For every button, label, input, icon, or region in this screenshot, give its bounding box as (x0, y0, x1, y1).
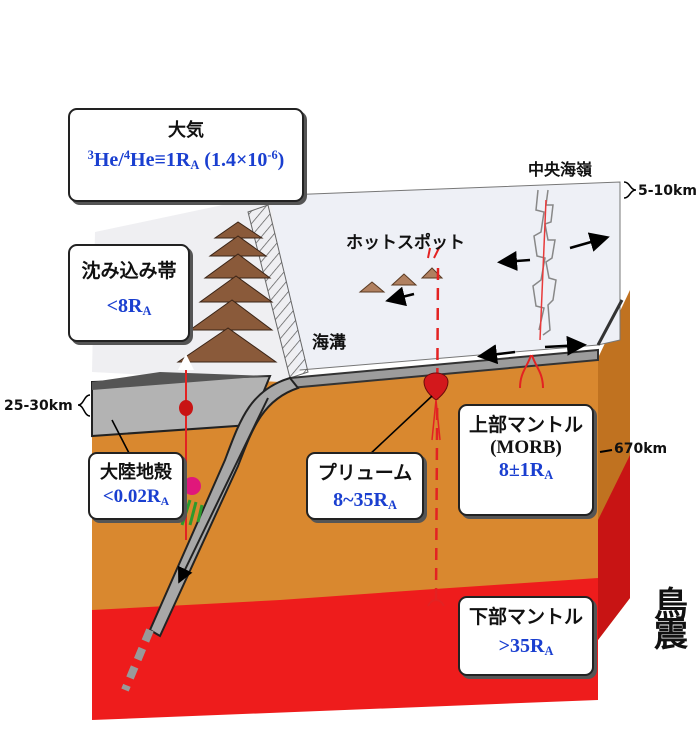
ocean-plate-top-edge (596, 299, 624, 346)
trench-label: 海溝 (312, 333, 346, 353)
slab-arrow (178, 397, 269, 584)
slab-motion-arrow-right (544, 335, 587, 356)
hotspot-plume-head (427, 245, 441, 259)
brace-crust-depth (77, 394, 91, 417)
plume-title: プリューム (317, 462, 413, 484)
subduction-zone-box: 沈み込み帯 <8RA (68, 244, 190, 342)
upper-mantle-subtitle: (MORB) (490, 437, 562, 458)
upwelling-arrows (519, 354, 544, 389)
side-face-lower-mantle (598, 455, 630, 640)
crust-value: <0.02RA (102, 486, 170, 508)
lower-mantle-title: 下部マントル (468, 606, 583, 628)
hotspot-arrow (385, 286, 415, 307)
hotspot-label: ホットスポット (346, 233, 465, 253)
ocean-depth-label: 5-10km (638, 183, 697, 199)
trench-zone (247, 204, 309, 379)
crust-rock (92, 372, 270, 390)
slab-dashed-extension (121, 628, 154, 692)
subduction-value: <8RA (106, 295, 152, 319)
plume-head (423, 372, 449, 401)
ridge-arrow-left (497, 250, 531, 271)
plume-tail (431, 399, 441, 441)
volcano-icon (176, 221, 278, 363)
mid-ocean-ridge-label: 中央海嶺 (528, 160, 593, 179)
ridge-arrow-right (569, 232, 610, 252)
continental-crust-box: 大陸地殻 <0.02RA (88, 452, 184, 520)
subduction-title: 沈み込み帯 (81, 260, 177, 282)
atmosphere-ratio: 3He/4He≡1RA (1.4×10-6) (87, 148, 285, 172)
lower-mantle-box: 下部マントル >35RA (458, 596, 594, 676)
dehydration-fluids (180, 499, 204, 526)
plume-box: プリューム 8~35RA (306, 452, 424, 520)
upper-mantle-title: 上部マントル (468, 414, 583, 436)
plume-root (427, 599, 445, 607)
upper-mantle-value: 8±1RA (498, 459, 554, 483)
edge-glyphs: 鳥 震 (654, 585, 688, 655)
mid-ocean-ridge-icon (532, 189, 557, 336)
crust-pointer (111, 419, 131, 456)
lower-mantle-value: >35RA (498, 635, 554, 659)
ridge-red-line (539, 199, 547, 341)
slab-motion-arrow-left (477, 344, 516, 365)
plume-value: 8~35RA (333, 489, 397, 513)
upper-mantle-box: 上部マントル (MORB) 8±1RA (458, 404, 594, 516)
brace-ocean-depth (623, 181, 637, 199)
atmosphere-box: 大気 3He/4He≡1RA (1.4×10-6) (68, 108, 304, 202)
plume-conduit (434, 267, 440, 601)
mantle-depth-tick (599, 449, 613, 453)
magma-chamber (179, 400, 193, 416)
magma-source-pink (183, 477, 201, 495)
crust-title: 大陸地殻 (100, 462, 172, 483)
plume-pointer (367, 395, 433, 457)
crust-depth-label: 25-30km (4, 398, 73, 414)
mantle-depth-label: 670km (614, 441, 668, 457)
atmosphere-title: 大気 (168, 120, 204, 141)
